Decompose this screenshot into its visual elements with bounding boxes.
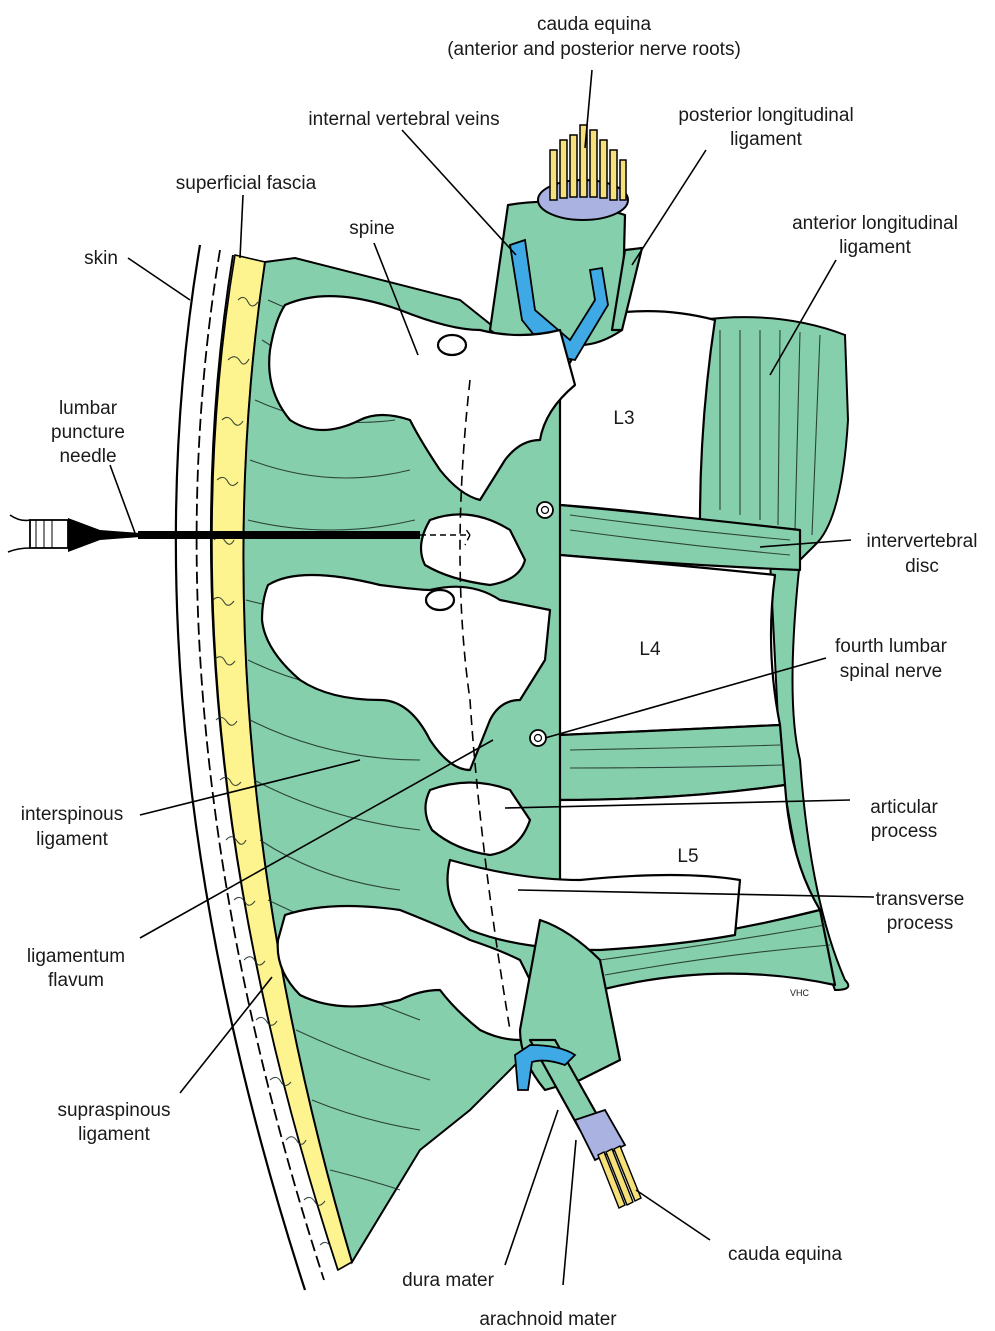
artist-signature: VHC xyxy=(790,988,810,998)
label-posterior-longitudinal-2: ligament xyxy=(730,129,803,150)
label-flavum-2: flavum xyxy=(48,970,104,991)
label-cauda-equina-top-1: cauda equina xyxy=(537,14,652,35)
l4-vertebral-body xyxy=(560,555,780,735)
label-arachnoid-mater: arachnoid mater xyxy=(479,1309,617,1330)
label-supraspinous-2: ligament xyxy=(78,1124,151,1145)
label-lumbar-3: needle xyxy=(59,446,116,467)
label-flavum-1: ligamentum xyxy=(27,946,125,967)
label-l4: L4 xyxy=(639,639,661,660)
label-anterior-longitudinal-2: ligament xyxy=(839,237,912,258)
label-interspinous-2: ligament xyxy=(36,829,109,850)
label-lumbar-2: puncture xyxy=(51,422,125,443)
cauda-equina-rootlets-bottom xyxy=(598,1146,641,1208)
label-spine: spine xyxy=(349,218,394,239)
label-lumbar-1: lumbar xyxy=(59,398,118,419)
label-articular-1: articular xyxy=(870,797,938,818)
label-superficial-fascia: superficial fascia xyxy=(176,173,317,194)
label-skin: skin xyxy=(84,248,118,269)
label-supraspinous-1: supraspinous xyxy=(57,1100,170,1121)
label-l5: L5 xyxy=(677,846,698,867)
label-transverse-2: process xyxy=(887,913,954,934)
label-dura-mater: dura mater xyxy=(402,1270,495,1291)
label-posterior-longitudinal-1: posterior longitudinal xyxy=(678,105,853,126)
label-cauda-equina-top-2: (anterior and posterior nerve roots) xyxy=(447,39,741,60)
label-articular-2: process xyxy=(871,821,938,842)
label-transverse-1: transverse xyxy=(876,889,965,910)
label-l3: L3 xyxy=(613,408,634,429)
label-interspinous-1: interspinous xyxy=(21,804,123,825)
label-intervertebral-2: disc xyxy=(905,556,939,577)
label-anterior-longitudinal-1: anterior longitudinal xyxy=(792,213,958,234)
label-fourth-lumbar-1: fourth lumbar xyxy=(835,636,948,657)
label-fourth-lumbar-2: spinal nerve xyxy=(840,661,942,682)
label-intervertebral-1: intervertebral xyxy=(867,531,978,552)
label-internal-vertebral-veins: internal vertebral veins xyxy=(308,109,499,130)
label-cauda-equina-bottom: cauda equina xyxy=(728,1244,843,1265)
